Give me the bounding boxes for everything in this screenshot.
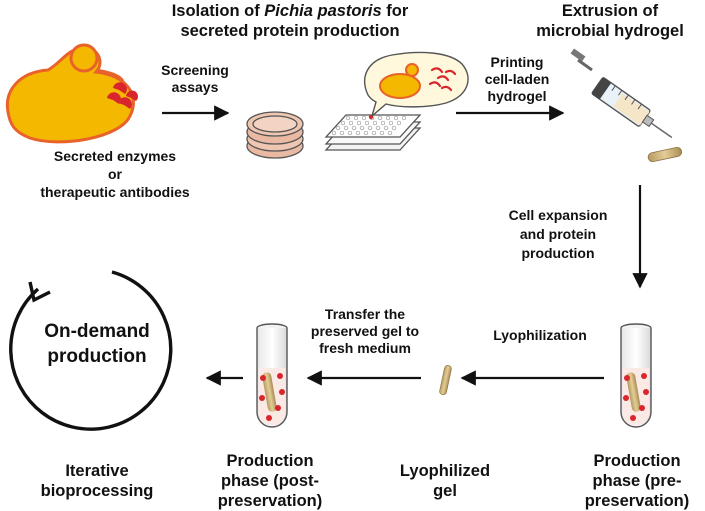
ondemand-label: On-demand production <box>22 320 172 369</box>
transfer-label-line3: fresh medium <box>319 339 411 356</box>
isolation-title-line2: secreted protein production <box>180 21 400 40</box>
screening-label: Screening assays <box>140 62 250 96</box>
postpres-label: Production phase (post- preservation) <box>200 452 340 511</box>
printing-label: Printing cell-laden hydrogel <box>462 54 572 104</box>
extruded-gel-icon <box>647 147 683 163</box>
syringe-icon <box>570 48 673 139</box>
ondemand-label-line2: production <box>47 345 147 367</box>
secreted-label: Secreted enzymes or therapeutic antibodi… <box>10 147 220 202</box>
yeast-cell-icon <box>5 43 135 144</box>
expansion-label-line1: Cell expansion <box>508 207 608 223</box>
screening-label-line1: Screening <box>161 62 229 78</box>
isolation-title: Isolation of Pichia pastoris for secrete… <box>100 2 480 42</box>
prepres-label-line3: preservation) <box>584 491 690 510</box>
postpres-label-line3: preservation) <box>217 491 323 510</box>
iterative-label-line1: Iterative <box>65 462 129 480</box>
secreted-protein-icon <box>107 82 138 109</box>
zoom-bubble-icon <box>364 51 469 119</box>
iterative-label: Iterative bioprocessing <box>22 462 172 502</box>
printing-label-line3: hydrogel <box>487 87 547 104</box>
extrusion-title-line1: Extrusion of <box>561 2 659 20</box>
prepres-label-line1: Production <box>593 452 681 470</box>
isolation-title-species: Pichia pastoris <box>264 2 382 20</box>
iterative-label-line2: bioprocessing <box>40 481 154 500</box>
transfer-label-line1: Transfer the <box>324 306 406 322</box>
prepres-label: Production phase (pre- preservation) <box>570 452 704 511</box>
extrusion-title: Extrusion of microbial hydrogel <box>520 2 700 42</box>
lyogel-label: Lyophilized gel <box>380 462 510 502</box>
lyophilization-label: Lyophilization <box>480 327 600 344</box>
lyophilization-label-text: Lyophilization <box>493 327 587 343</box>
expansion-label: Cell expansion and protein production <box>488 206 628 263</box>
printing-label-line2: cell-laden <box>484 70 550 87</box>
petri-dish-stack-icon <box>246 111 304 159</box>
prepres-label-line2: phase (pre- <box>592 471 682 490</box>
transfer-label-line2: preserved gel to <box>310 322 420 339</box>
expansion-label-line2: and protein <box>519 225 597 242</box>
secreted-label-line2: or <box>108 166 122 183</box>
test-tube-pre-preservation-icon <box>620 323 652 428</box>
isolation-title-post: for <box>381 2 409 20</box>
extrusion-title-line2: microbial hydrogel <box>536 21 684 40</box>
printing-label-line1: Printing <box>490 54 544 70</box>
isolation-title-pre: Isolation of <box>171 2 265 20</box>
expansion-label-line3: production <box>521 244 595 261</box>
screening-label-line2: assays <box>171 78 219 95</box>
lyophilized-gel-icon <box>439 365 452 396</box>
ondemand-label-line1: On-demand <box>44 321 150 342</box>
lyogel-label-line2: gel <box>433 481 457 500</box>
cycle-arrow-icon <box>9 270 173 431</box>
well-plate-stack-icon <box>324 114 422 151</box>
secreted-label-line1: Secreted enzymes <box>53 148 177 164</box>
postpres-label-line2: phase (post- <box>220 471 320 490</box>
test-tube-post-preservation-icon <box>256 323 288 428</box>
secreted-label-line3: therapeutic antibodies <box>40 184 190 201</box>
transfer-label: Transfer the preserved gel to fresh medi… <box>300 306 430 356</box>
postpres-label-line1: Production <box>226 452 314 470</box>
lyogel-label-line1: Lyophilized <box>399 462 491 480</box>
